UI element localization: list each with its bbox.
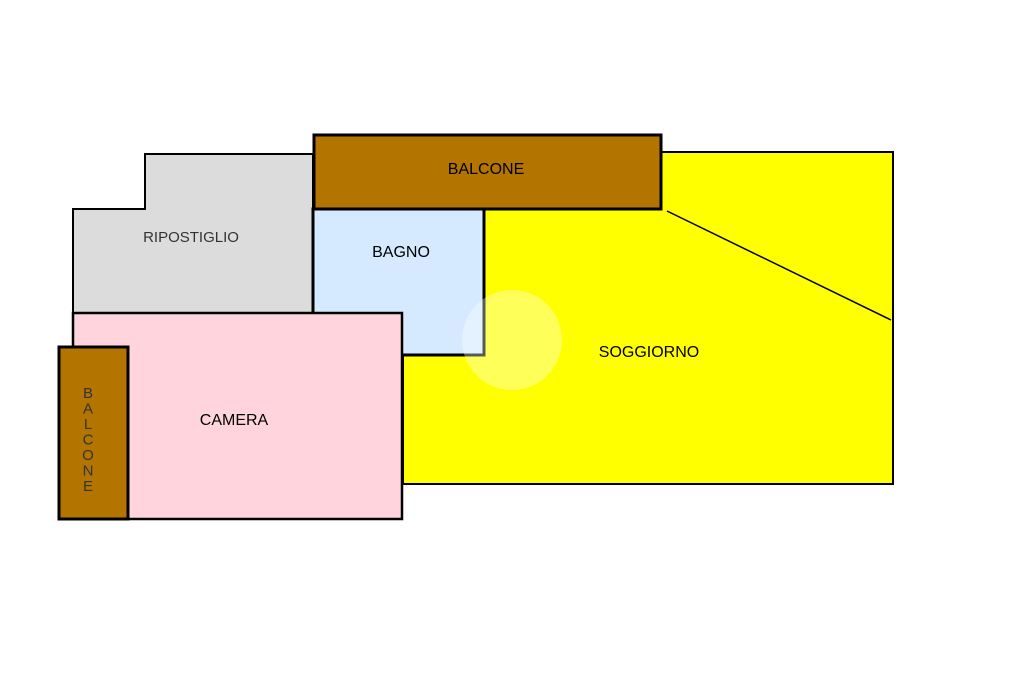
watermark-logo [462, 290, 562, 390]
label-ripostiglio: RIPOSTIGLIO [143, 229, 239, 246]
room-balcone-top [312, 133, 663, 211]
room-balcone-side [57, 345, 130, 521]
soggiorno-diagonal-line [666, 210, 892, 321]
label-bagno: BAGNO [372, 244, 430, 261]
label-camera: CAMERA [200, 412, 269, 429]
label-balcone-top: BALCONE [448, 161, 524, 178]
label-soggiorno: SOGGIORNO [599, 344, 699, 361]
